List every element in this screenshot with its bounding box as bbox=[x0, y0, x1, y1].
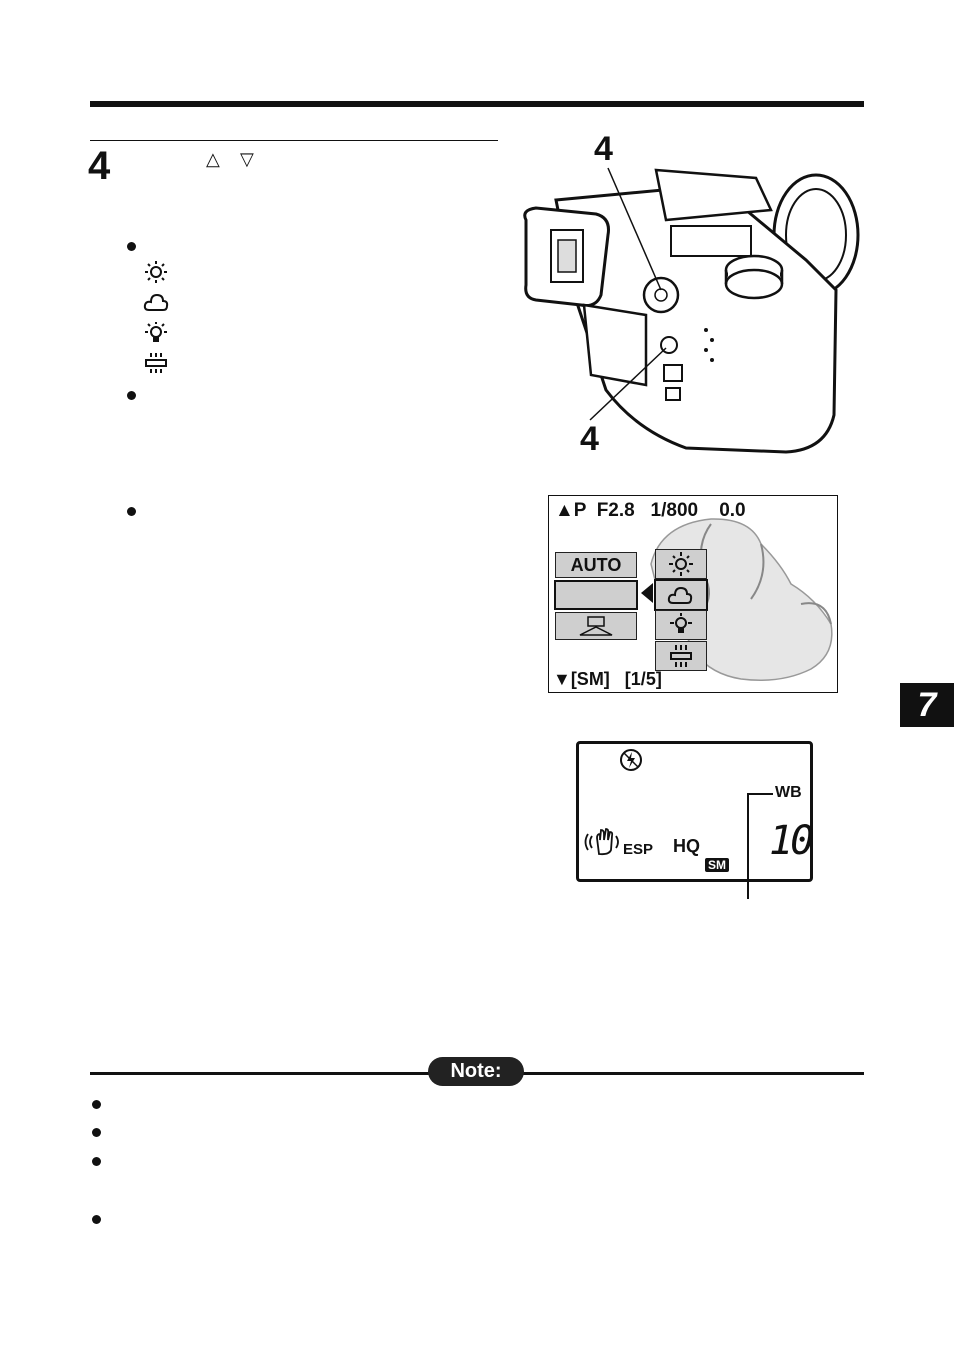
wb-one-touch-option[interactable] bbox=[555, 612, 637, 640]
sun-icon bbox=[145, 261, 167, 283]
tungsten-icon bbox=[670, 613, 692, 633]
step-rule bbox=[90, 140, 498, 141]
one-touch-wb-icon bbox=[579, 616, 613, 636]
wb-cloudy-option[interactable] bbox=[654, 579, 708, 611]
fluorescent-icon bbox=[670, 645, 692, 667]
quality-indicator: HQ bbox=[673, 836, 700, 856]
wb-callout-line bbox=[747, 793, 773, 795]
bullet bbox=[127, 507, 136, 516]
up-arrow-icon: △ bbox=[206, 149, 220, 169]
wb-tungsten-option[interactable] bbox=[655, 610, 707, 640]
step-number: 4 bbox=[88, 144, 111, 188]
bullet bbox=[92, 1128, 101, 1137]
flash-off-icon bbox=[620, 749, 642, 771]
lcd-status-line: ▲P F2.8 1/800 0.0 bbox=[555, 500, 746, 521]
wb-sunny-option[interactable] bbox=[655, 549, 707, 579]
bullet bbox=[127, 242, 136, 251]
frame-counter: 10 bbox=[769, 818, 814, 864]
bullet bbox=[127, 391, 136, 400]
lcd-bottom-line: ▼[SM] [1/5] bbox=[553, 669, 662, 689]
fluorescent-icon bbox=[145, 353, 167, 373]
control-panel-display: WB ESP HQ SM 10 bbox=[576, 741, 814, 882]
hand-shake-icon bbox=[584, 828, 619, 856]
cloud-icon bbox=[667, 586, 693, 604]
callout-label-bottom: 4 bbox=[580, 420, 599, 458]
tungsten-icon bbox=[145, 322, 167, 342]
wb-indicator: WB bbox=[775, 784, 802, 801]
chapter-tab: 7 bbox=[900, 683, 954, 727]
header-rule bbox=[90, 101, 864, 107]
bullet bbox=[92, 1157, 101, 1166]
lcd-menu-screen: ▲P F2.8 1/800 0.0 AUTO bbox=[548, 495, 838, 693]
bullet bbox=[92, 1100, 101, 1109]
camera-illustration bbox=[523, 167, 860, 454]
note-badge: Note: bbox=[428, 1057, 524, 1086]
down-arrow-icon: ▽ bbox=[240, 149, 254, 169]
cloud-icon bbox=[143, 293, 169, 311]
callout-label-top: 4 bbox=[594, 130, 613, 168]
wb-preset-option[interactable] bbox=[554, 580, 638, 610]
size-indicator: SM bbox=[705, 858, 729, 872]
wb-callout-line bbox=[747, 793, 749, 899]
wb-auto-option[interactable]: AUTO bbox=[555, 552, 637, 578]
bullet bbox=[92, 1215, 101, 1224]
selector-arrow-icon bbox=[641, 583, 653, 603]
wb-fluorescent-option[interactable] bbox=[655, 641, 707, 671]
sun-icon bbox=[669, 552, 693, 576]
esp-indicator: ESP bbox=[623, 841, 654, 858]
